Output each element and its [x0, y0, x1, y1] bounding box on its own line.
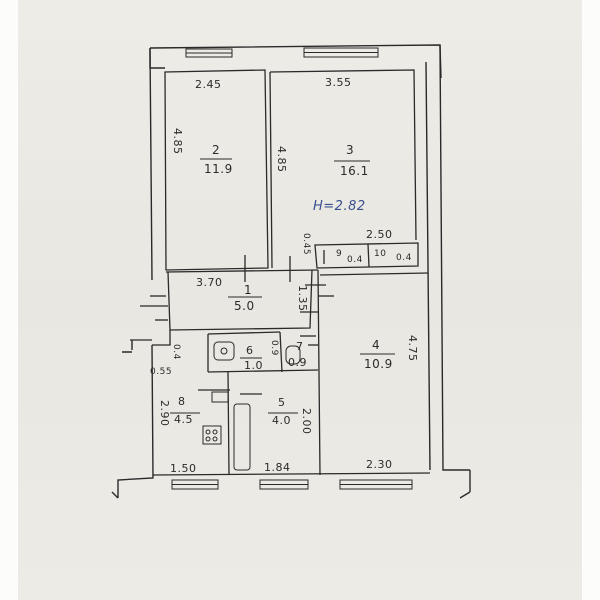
dim-room3-length: 4.85	[275, 146, 288, 173]
room-9-number: 9	[336, 249, 343, 259]
dim-wall-note: 0.55	[150, 367, 173, 377]
area-underlines	[170, 158, 395, 414]
room-8-area: 4.5	[174, 413, 193, 426]
bathtub-icon	[233, 403, 251, 471]
dim-closets-width: 2.50	[366, 228, 393, 241]
inner-walls	[130, 69, 431, 476]
dim-closet-depth: 0.45	[301, 233, 311, 256]
room-7-area: 0.9	[288, 356, 307, 369]
toilet-icon	[285, 345, 301, 365]
room-6-number: 6	[246, 344, 254, 357]
dim-hall-depth: 1.35	[296, 285, 309, 312]
room-5-area: 4.0	[272, 414, 291, 427]
window-bottom-mid	[259, 479, 309, 490]
fixtures	[202, 341, 301, 471]
dim-room3-width: 3.55	[325, 76, 352, 89]
dim-hall-width: 3.70	[196, 276, 223, 289]
dim-room5-width: 1.84	[264, 461, 291, 474]
dim-room2-width: 2.45	[195, 78, 222, 91]
room-7-number: 7	[296, 340, 304, 353]
dim-room4-width: 2.30	[366, 458, 393, 471]
dim-room4-length: 4.75	[406, 335, 419, 362]
outer-walls	[111, 44, 471, 499]
room-3-number: 3	[346, 143, 355, 157]
dim-fixture-note: 0.9	[269, 340, 279, 356]
room-5-number: 5	[278, 396, 286, 409]
dim-room8-width: 1.50	[170, 462, 197, 475]
window-room2	[185, 48, 233, 58]
room-6-area: 1.0	[244, 359, 263, 372]
room-10-number: 10	[374, 249, 387, 259]
dim-room2-length: 4.85	[171, 128, 184, 155]
dim-wall-note-2: 0.4	[171, 344, 181, 360]
window-bottom-right	[339, 479, 413, 490]
room-10-area: 0.4	[396, 253, 412, 263]
room-3-area: 16.1	[340, 164, 369, 178]
window-room3	[303, 47, 379, 58]
room-4-number: 4	[372, 338, 381, 352]
room-9-area: 0.4	[347, 255, 363, 265]
stove-icon	[202, 425, 222, 445]
room-4-area: 10.9	[364, 357, 393, 371]
window-bottom-left	[171, 479, 219, 490]
paper-sheet	[18, 0, 582, 600]
dim-room5-length: 2.00	[300, 408, 313, 435]
room-1-number: 1	[244, 283, 253, 297]
ceiling-height-note: H=2.82	[313, 199, 366, 214]
room-1-area: 5.0	[234, 299, 255, 313]
dim-room8-length: 2.90	[158, 400, 171, 427]
room-2-area: 11.9	[204, 162, 233, 176]
room-8-number: 8	[178, 395, 186, 408]
sink-icon	[213, 341, 235, 361]
sink-kitchen-icon	[211, 391, 229, 403]
room-2-number: 2	[212, 143, 221, 157]
